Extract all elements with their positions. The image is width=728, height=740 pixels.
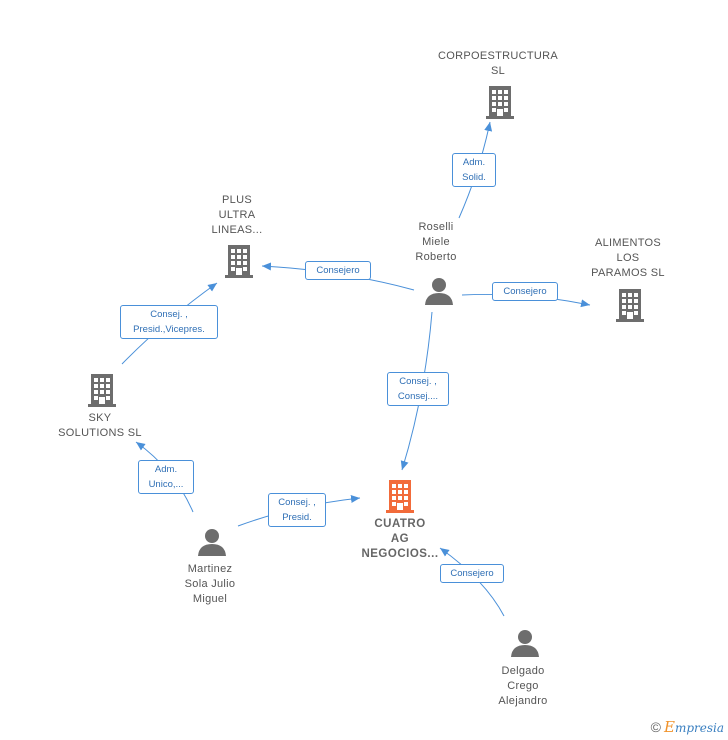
company-label-cuatro[interactable]: CUATRO AG NEGOCIOS...	[361, 518, 439, 560]
edge-label-sky-plus-ultra[interactable]: Consej. , Presid.,Vicepres.	[120, 305, 218, 339]
brand-name: mpresia	[674, 721, 724, 735]
company-label-plus-ultra[interactable]: PLUS ULTRA LINEAS...	[211, 194, 263, 236]
edge-label-roselli-cuatro[interactable]: Consej. , Consej....	[387, 372, 449, 406]
building-icon[interactable]	[86, 372, 118, 408]
person-label-delgado[interactable]: Delgado Crego Alejandro	[498, 665, 548, 707]
empresia-logo[interactable]: ©Empresia	[651, 718, 724, 736]
building-icon[interactable]	[614, 287, 646, 323]
company-label-sky[interactable]: SKY SOLUTIONS SL	[58, 412, 142, 439]
building-icon[interactable]	[384, 478, 416, 514]
edge-label-martinez-cuatro[interactable]: Consej. , Presid.	[268, 493, 326, 527]
building-icon[interactable]	[484, 84, 516, 120]
company-label-alimentos[interactable]: ALIMENTOS LOS PARAMOS SL	[591, 237, 665, 279]
copyright-icon: ©	[650, 719, 661, 735]
person-label-roselli[interactable]: Roselli Miele Roberto	[415, 221, 457, 263]
person-icon[interactable]	[510, 628, 540, 658]
edge-label-roselli-corpoestructura[interactable]: Adm. Solid.	[452, 153, 496, 187]
company-label-corpoestructura[interactable]: CORPOESTRUCTURA SL	[437, 50, 558, 77]
edge-label-delgado-cuatro[interactable]: Consejero	[440, 564, 504, 583]
edge-label-roselli-alimentos[interactable]: Consejero	[492, 282, 558, 301]
edge-label-roselli-plus-ultra[interactable]: Consejero	[305, 261, 371, 280]
brand-initial: E	[663, 718, 675, 736]
building-icon[interactable]	[223, 243, 255, 279]
person-icon[interactable]	[197, 527, 227, 557]
edge-label-martinez-sky[interactable]: Adm. Unico,...	[138, 460, 194, 494]
person-icon[interactable]	[424, 276, 454, 306]
person-label-martinez[interactable]: Martinez Sola Julio Miguel	[184, 563, 236, 605]
